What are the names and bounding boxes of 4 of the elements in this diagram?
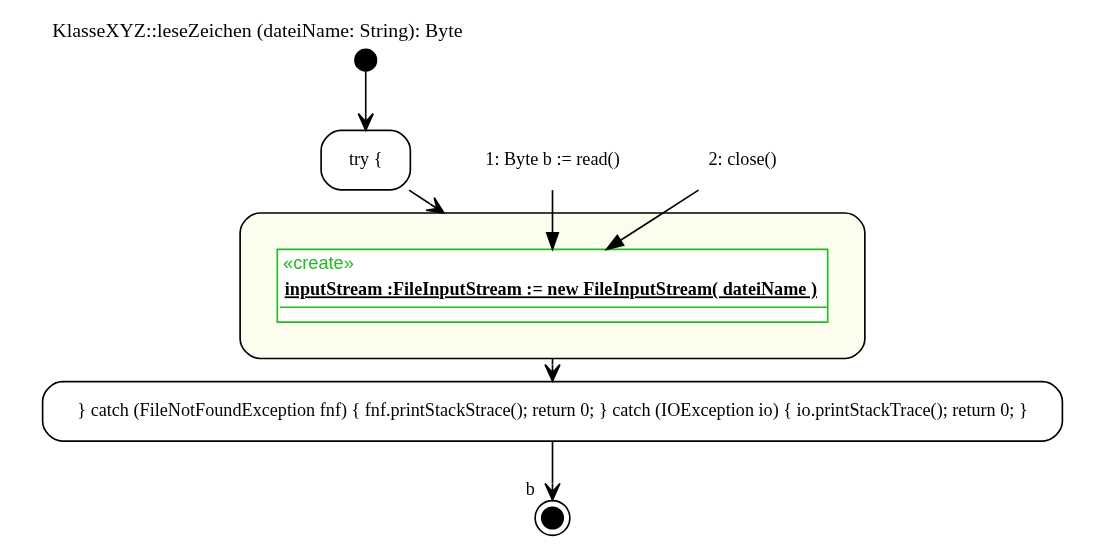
- diagram-title: KlasseXYZ::leseZeichen (dateiName: String): Byte: [51, 19, 463, 42]
- node-label: b: [525, 479, 535, 500]
- node-text: 1: Byte b := read(): [484, 148, 620, 169]
- node-text: 2: close(): [708, 148, 777, 169]
